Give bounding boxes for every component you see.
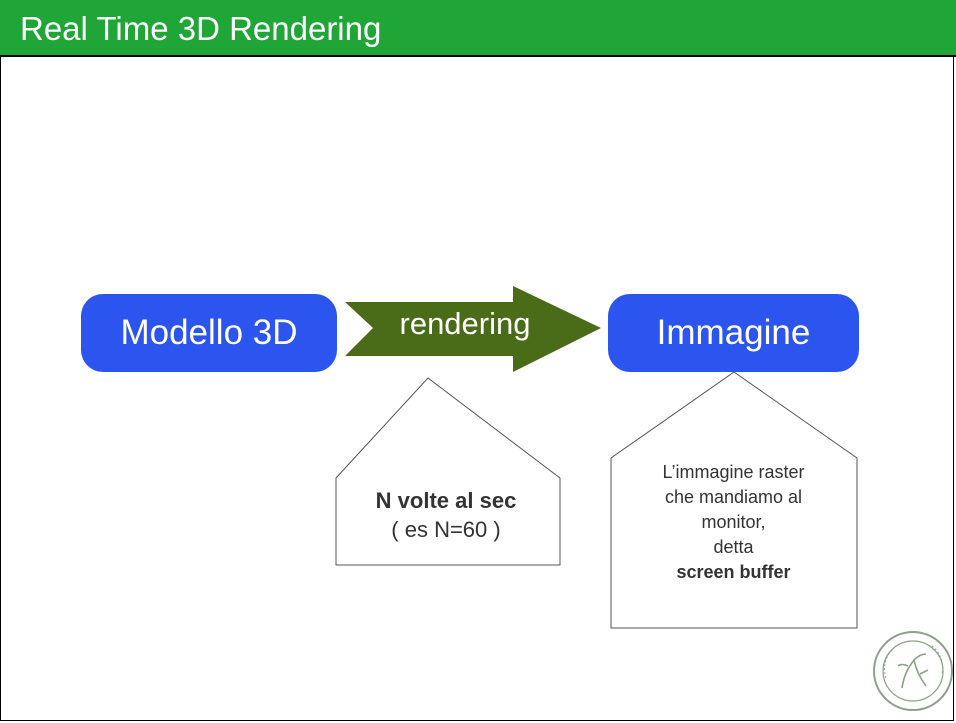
callout-rendering-line1: N volte al sec [375, 488, 517, 513]
callout-image-line1: L’immagine raster [662, 462, 805, 482]
callout-image-shape [610, 371, 858, 629]
callout-rendering-line2: ( es N=60 ) [391, 517, 501, 542]
node-modello-3d: Modello 3D [81, 294, 337, 372]
callout-image-line4: detta [713, 537, 754, 557]
callout-image-text: L’immagine raster che mandiamo al monito… [612, 460, 855, 585]
title-bar: Real Time 3D Rendering [0, 0, 956, 57]
slide-title: Real Time 3D Rendering [20, 10, 382, 47]
rendering-arrow [345, 286, 601, 372]
callout-image-line3: monitor, [701, 512, 766, 532]
callout-rendering-text: N volte al sec ( es N=60 ) [340, 486, 552, 544]
callout-image-line5: screen buffer [676, 562, 791, 582]
node-immagine: Immagine [608, 294, 859, 372]
university-seal-logo [873, 631, 953, 711]
arrow-label-rendering: rendering [399, 306, 531, 341]
callout-rendering-shape [335, 377, 561, 566]
callout-image-line2: che mandiamo al [664, 487, 803, 507]
